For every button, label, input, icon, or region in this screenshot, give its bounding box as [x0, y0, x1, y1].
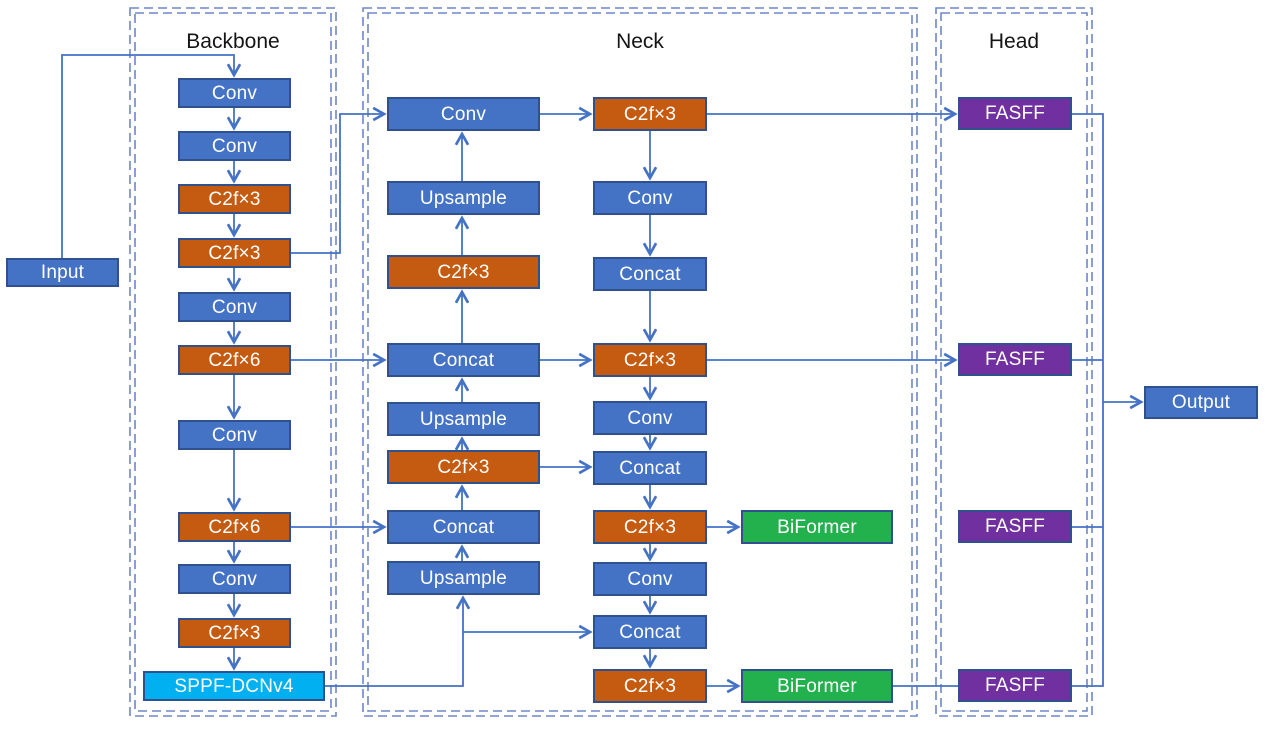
- node-neck-c2f3-right-2: C2f×3: [593, 343, 707, 377]
- node-backbone-c2f6-1: C2f×6: [178, 345, 291, 375]
- node-neck-c2f3-right-3: C2f×3: [593, 510, 707, 544]
- node-neck-conv-right-3: Conv: [593, 562, 707, 596]
- node-output: Output: [1144, 386, 1258, 419]
- node-backbone-c2f3-1: C2f×3: [178, 184, 291, 214]
- node-neck-concat-right-2: Concat: [593, 451, 707, 485]
- node-backbone-conv-2: Conv: [178, 131, 291, 161]
- node-fasff-3: FASFF: [958, 510, 1072, 543]
- node-backbone-c2f3-2: C2f×3: [178, 238, 291, 268]
- node-neck-c2f3-left-2: C2f×3: [387, 450, 540, 484]
- node-neck-conv-top: Conv: [387, 97, 540, 131]
- node-backbone-conv-5: Conv: [178, 564, 291, 594]
- node-neck-c2f3-right-1: C2f×3: [593, 97, 707, 131]
- node-backbone-sppf-dcnv4: SPPF-DCNv4: [143, 671, 325, 701]
- connector-lines: [61, 54, 1141, 687]
- node-input: Input: [6, 258, 119, 287]
- node-backbone-c2f6-2: C2f×6: [178, 512, 291, 542]
- node-neck-concat-left-1: Concat: [387, 343, 540, 377]
- edge-sppf-to-upsample: [325, 598, 463, 687]
- node-neck-concat-right-3: Concat: [593, 615, 707, 649]
- node-neck-upsample-1: Upsample: [387, 181, 540, 215]
- node-neck-c2f3-right-4: C2f×3: [593, 669, 707, 703]
- node-neck-c2f3-left-1: C2f×3: [387, 255, 540, 289]
- edge-fasff-collector: [1072, 113, 1104, 687]
- edge-input-to-backbone: [61, 54, 234, 258]
- node-fasff-1: FASFF: [958, 97, 1072, 130]
- node-biformer-1: BiFormer: [741, 510, 893, 544]
- section-title-head: Head: [988, 30, 1040, 53]
- node-neck-upsample-3: Upsample: [387, 561, 540, 595]
- node-fasff-2: FASFF: [958, 343, 1072, 376]
- node-backbone-conv-3: Conv: [178, 292, 291, 322]
- node-neck-upsample-2: Upsample: [387, 402, 540, 436]
- node-neck-conv-right-1: Conv: [593, 181, 707, 215]
- node-neck-concat-right-1: Concat: [593, 257, 707, 291]
- node-backbone-conv-4: Conv: [178, 420, 291, 450]
- section-title-backbone: Backbone: [186, 30, 280, 53]
- section-borders: [129, 7, 1093, 717]
- section-title-neck: Neck: [616, 30, 664, 53]
- node-backbone-c2f3-3: C2f×3: [178, 618, 291, 648]
- node-biformer-2: BiFormer: [741, 669, 893, 703]
- node-fasff-4: FASFF: [958, 669, 1072, 702]
- node-backbone-conv-1: Conv: [178, 78, 291, 108]
- node-neck-conv-right-2: Conv: [593, 401, 707, 435]
- edge-bb-c2f3-2-to-neck-conv: [291, 114, 384, 254]
- node-neck-concat-left-2: Concat: [387, 510, 540, 544]
